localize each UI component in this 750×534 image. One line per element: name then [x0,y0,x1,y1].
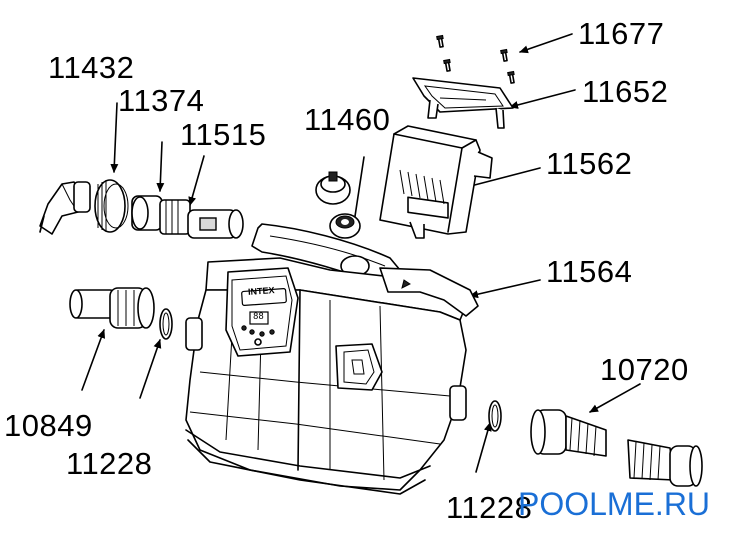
hose-elbow-part [39,181,91,235]
label-11374: 11374 [118,83,205,118]
valve-assembly-part [131,195,244,239]
arrow-10720 [589,383,641,413]
arrow-11228-left [139,339,162,399]
label-11460: 11460 [304,102,391,137]
screws-part [436,34,515,84]
valve-knob-part [315,171,361,239]
arrow-11562 [462,167,541,190]
right-gasket-part [488,400,502,432]
label-10849: 10849 [4,408,93,443]
label-11562: 11562 [546,146,633,181]
label-11652: 11652 [582,74,669,109]
label-11515: 11515 [180,117,267,152]
housing-brand-label: INTEX [247,285,275,297]
arrow-11374 [156,141,165,192]
label-10720: 10720 [600,352,689,387]
arrow-11652 [509,89,576,109]
watermark-text: POOLME.RU [518,486,711,522]
right-fitting-part [530,409,703,487]
label-11432: 11432 [48,50,135,85]
arrow-11432 [110,102,119,173]
arrow-10849 [81,329,106,391]
arrow-11677 [519,33,573,54]
display-readout: 88 [253,312,264,322]
label-11228-right: 11228 [446,490,533,525]
nut-part [94,179,129,233]
arrow-11564 [469,279,541,299]
arrow-11515 [188,155,205,206]
pump-housing-part [185,223,479,495]
label-11677: 11677 [578,16,665,51]
control-box-part [379,125,493,239]
cover-plate-part [412,77,514,129]
leader-arrows [81,33,641,473]
left-fitting-part [69,287,173,340]
arrow-11228-right [475,422,492,473]
label-11228-left: 11228 [66,446,153,481]
label-11564: 11564 [546,254,633,289]
